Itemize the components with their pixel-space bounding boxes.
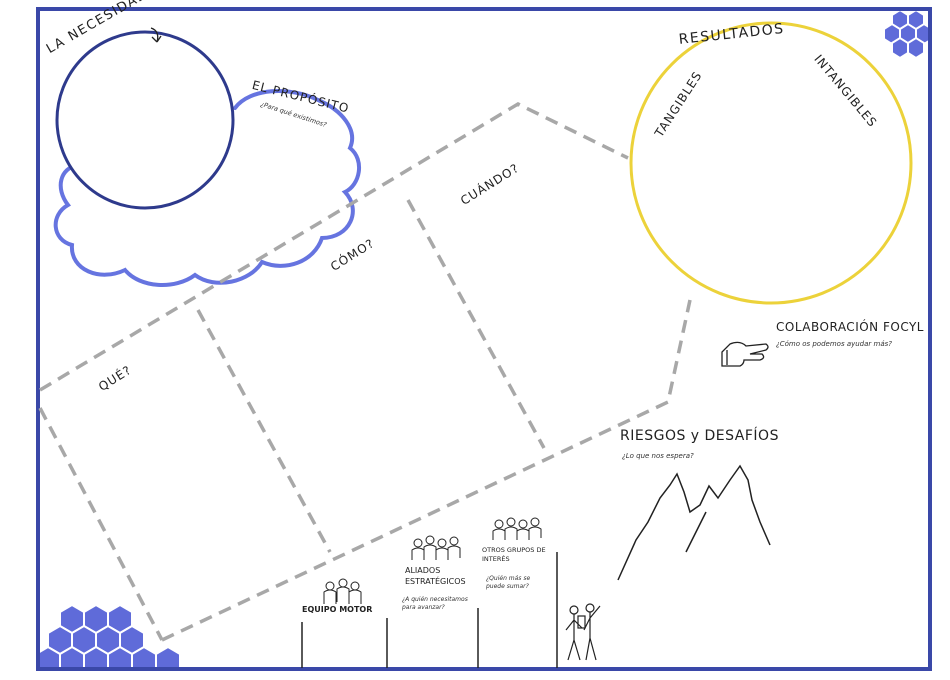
risks-subtitle: ¿Lo que nos espera? xyxy=(622,452,694,460)
people-icon xyxy=(412,536,460,560)
mountains-icon xyxy=(618,466,770,580)
hexagon-cluster-icon xyxy=(884,10,932,58)
explorers-icon xyxy=(566,604,600,660)
results-circle xyxy=(631,23,911,303)
hand-icon xyxy=(722,342,768,366)
team-others-subtitle: ¿Quién más se puede sumar? xyxy=(486,575,546,591)
collaboration-subtitle: ¿Cómo os podemos ayudar más? xyxy=(776,340,892,348)
team-allies-subtitle: ¿A quién necesitamos para avanzar? xyxy=(402,596,482,612)
team-motor-label: EQUIPO MOTOR xyxy=(302,605,372,614)
risks-title: RIESGOS y DESAFÍOS xyxy=(620,428,779,444)
collaboration-title: COLABORACIÓN FOCYL xyxy=(776,320,924,334)
people-icon xyxy=(493,518,541,540)
hexagon-cluster-icon xyxy=(36,605,180,675)
team-others-label: OTROS GRUPOS DE INTERÉS xyxy=(482,546,554,564)
team-allies-label: ALIADOS ESTRATÉGICOS xyxy=(405,565,485,587)
need-circle xyxy=(57,32,233,208)
mountain-slope xyxy=(686,512,706,552)
people-icon xyxy=(324,579,361,604)
